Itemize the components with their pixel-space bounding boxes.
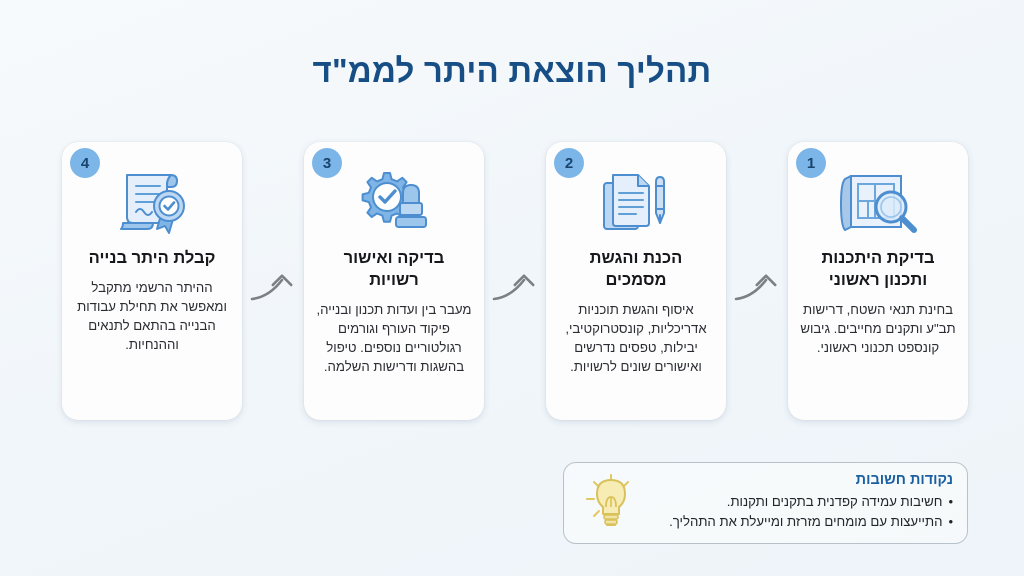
step-number-badge-2: 2 [554, 148, 584, 178]
documents-pen-icon [590, 170, 682, 236]
step-title-3: בדיקה ואישור רשויות [343, 249, 445, 289]
step-title-2: הכנת והגשת מסמכים [589, 249, 683, 289]
important-notes-box: נקודות חשובות • חשיבות עמידה קפדנית בתקנ… [563, 462, 968, 544]
bullet-icon: • [948, 513, 953, 529]
notes-content: נקודות חשובות • חשיבות עמידה קפדנית בתקנ… [653, 471, 953, 531]
arrow-3 [247, 142, 299, 420]
step-card-1[interactable]: 1 בדיקת היתכנות ותכנון ראשוני בחינת תנאי… [788, 142, 968, 420]
notes-title: נקודות חשובות [855, 472, 953, 488]
bullet-icon: • [948, 493, 953, 509]
note-text-1: חשיבות עמידה קפדנית בתקנים ותקנות. [726, 493, 943, 509]
steps-row: 1 בדיקת היתכנות ותכנון ראשוני בחינת תנאי… [62, 142, 968, 432]
step-card-2[interactable]: 2 הכנת והגשת מסמכים איסוף והגשת תוכניות … [546, 142, 726, 420]
note-text-2: התייעצות עם מומחים מזרזת ומייעלת את התהל… [669, 513, 943, 529]
step-description-1: בחינת תנאי השטח, דרישות תב"ע ותקנים מחיי… [800, 301, 956, 355]
step-number-badge-1: 1 [796, 148, 826, 178]
step-title-4: קבלת היתר בנייה [88, 249, 216, 267]
arrow-1 [731, 142, 783, 420]
step-description-4: ההיתר הרשמי מתקבל ומאפשר את תחילת עבודות… [77, 279, 227, 352]
step-description-3: מעבר בין ועדות תכנון ובנייה, פיקוד העורף… [316, 301, 472, 374]
step-number-badge-4: 4 [70, 148, 100, 178]
step-card-3[interactable]: 3 בדיקה ואישור רשויות מעבר בין ועדות תכנ… [304, 142, 484, 420]
blueprint-magnifier-icon [832, 170, 924, 236]
lightbulb-icon [580, 472, 642, 534]
step-number-badge-3: 3 [312, 148, 342, 178]
note-item-1: • חשיבות עמידה קפדנית בתקנים ותקנות. [653, 492, 953, 512]
certificate-seal-icon [106, 170, 198, 236]
arrow-2 [489, 142, 541, 420]
step-title-1: בדיקת היתכנות ותכנון ראשוני [821, 249, 935, 289]
page-title: תהליך הוצאת היתר לממ"ד [312, 52, 712, 89]
note-item-2: • התייעצות עם מומחים מזרזת ומייעלת את הת… [653, 512, 953, 532]
step-description-2: איסוף והגשת תוכניות אדריכליות, קונסטרוקט… [565, 301, 707, 374]
step-card-4[interactable]: 4 קבלת היתר בנייה ההיתר הרשמי מתקבל ומאפ… [62, 142, 242, 420]
gear-check-stamp-icon [348, 170, 440, 236]
